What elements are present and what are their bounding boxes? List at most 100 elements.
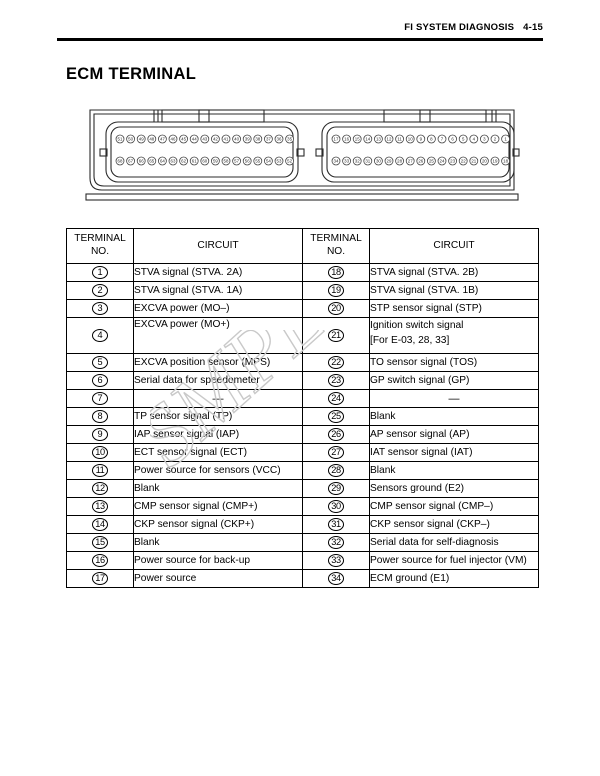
page-title: ECM TERMINAL (66, 65, 197, 83)
pin-number: 60 (202, 159, 207, 164)
cell-terminal-no-right: 30 (302, 497, 370, 516)
cell-terminal-no-right: 27 (302, 443, 370, 462)
pin-number: 15 (355, 137, 360, 142)
cell-circuit-right: AP sensor signal (AP) (369, 425, 539, 444)
pin-number: 6 (451, 137, 454, 142)
pin-number: 68 (118, 159, 123, 164)
circuit-line-2: [For E-03, 28, 33] (370, 334, 450, 346)
pin-number: 3 (483, 137, 486, 142)
terminal-number-badge: 16 (92, 554, 108, 567)
terminal-number-badge: 25 (328, 410, 344, 423)
pin-number: 17 (334, 137, 339, 142)
pin-number: 40 (234, 137, 239, 142)
cell-circuit-right: Serial data for self-diagnosis (369, 533, 539, 552)
cell-circuit-left: — (133, 389, 303, 408)
cell-terminal-no-left: 8 (66, 407, 134, 426)
pin-number: 39 (245, 137, 250, 142)
pin-number: 58 (224, 159, 229, 164)
cell-terminal-no-right: 24 (302, 389, 370, 408)
pin-number: 34 (334, 159, 339, 164)
pin-number: 16 (344, 137, 349, 142)
pin-number: 67 (128, 159, 133, 164)
terminal-number-badge: 10 (92, 446, 108, 459)
pin-number: 37 (266, 137, 271, 142)
pin-number: 50 (128, 137, 133, 142)
cell-circuit-left: STVA signal (STVA. 1A) (133, 281, 303, 300)
pin-number: 32 (355, 159, 360, 164)
cell-circuit-right-multiline: Ignition switch signal [For E-03, 28, 33] (370, 319, 538, 349)
cell-circuit-left: TP sensor signal (TP) (133, 407, 303, 426)
pin-number: 57 (234, 159, 239, 164)
pin-number: 12 (387, 137, 392, 142)
terminal-number-badge: 7 (92, 392, 108, 405)
cell-circuit-right: STP sensor signal (STP) (369, 299, 539, 318)
cell-circuit-right: STVA signal (STVA. 2B) (369, 263, 539, 282)
pin-number: 10 (408, 137, 413, 142)
terminal-number-badge: 21 (328, 329, 344, 342)
pin-number: 11 (397, 137, 402, 142)
terminal-number-badge: 20 (328, 302, 344, 315)
cell-terminal-no-right: 29 (302, 479, 370, 498)
cell-circuit-left: Power source for back-up (133, 551, 303, 570)
terminal-number-badge: 18 (328, 266, 344, 279)
pin-number: 20 (482, 159, 487, 164)
cell-terminal-no-left: 10 (66, 443, 134, 462)
cell-terminal-no-right: 34 (302, 569, 370, 588)
terminal-number-badge: 6 (92, 374, 108, 387)
terminal-number-badge: 29 (328, 482, 344, 495)
pin-number: 49 (139, 137, 144, 142)
terminal-number-badge: 34 (328, 572, 344, 585)
cell-terminal-no-left: 7 (66, 389, 134, 408)
cell-circuit-left: CMP sensor signal (CMP+) (133, 497, 303, 516)
cell-terminal-no-left: 12 (66, 479, 134, 498)
pin-number: 2 (494, 137, 497, 142)
terminal-number-badge: 9 (92, 428, 108, 441)
circuit-line-1: Ignition switch signal (370, 320, 464, 331)
header-divider-rule (57, 38, 543, 41)
pin-number: 52 (287, 159, 292, 164)
cell-circuit-right: ECM ground (E1) (369, 569, 539, 588)
cell-terminal-no-left: 2 (66, 281, 134, 300)
pin-number: 36 (277, 137, 282, 142)
cell-terminal-no-left: 4 (66, 317, 134, 354)
pin-number: 51 (118, 137, 123, 142)
cell-circuit-right: — (369, 389, 539, 408)
pin-number: 65 (149, 159, 154, 164)
cell-circuit-right: Power source for fuel injector (VM) (369, 551, 539, 570)
terminal-number-badge: 5 (92, 356, 108, 369)
pin-number: 7 (441, 137, 444, 142)
terminal-number-badge: 17 (92, 572, 108, 585)
terminal-number-badge: 8 (92, 410, 108, 423)
pin-number: 22 (461, 159, 466, 164)
cell-circuit-left: Power source for sensors (VCC) (133, 461, 303, 480)
pin-number: 44 (192, 137, 197, 142)
cell-terminal-no-right: 20 (302, 299, 370, 318)
cell-circuit-left: EXCVA position sensor (MPS) (133, 353, 303, 372)
pin-number: 21 (471, 159, 476, 164)
cell-terminal-no-right: 32 (302, 533, 370, 552)
terminal-number-badge: 30 (328, 500, 344, 513)
cell-terminal-no-left: 14 (66, 515, 134, 534)
terminal-number-badge: 1 (92, 266, 108, 279)
pin-number: 28 (397, 159, 402, 164)
table-header-row: TERMINAL NO. CIRCUIT TERMINAL NO. CIRCUI… (66, 228, 539, 264)
pin-number: 26 (418, 159, 423, 164)
cell-terminal-no-left: 6 (66, 371, 134, 390)
cell-terminal-no-right: 31 (302, 515, 370, 534)
pin-number: 41 (224, 137, 229, 142)
header-terminal-no-left: TERMINAL NO. (66, 228, 134, 264)
cell-circuit-right: GP switch signal (GP) (369, 371, 539, 390)
pin-number: 31 (365, 159, 370, 164)
terminal-number-badge: 15 (92, 536, 108, 549)
